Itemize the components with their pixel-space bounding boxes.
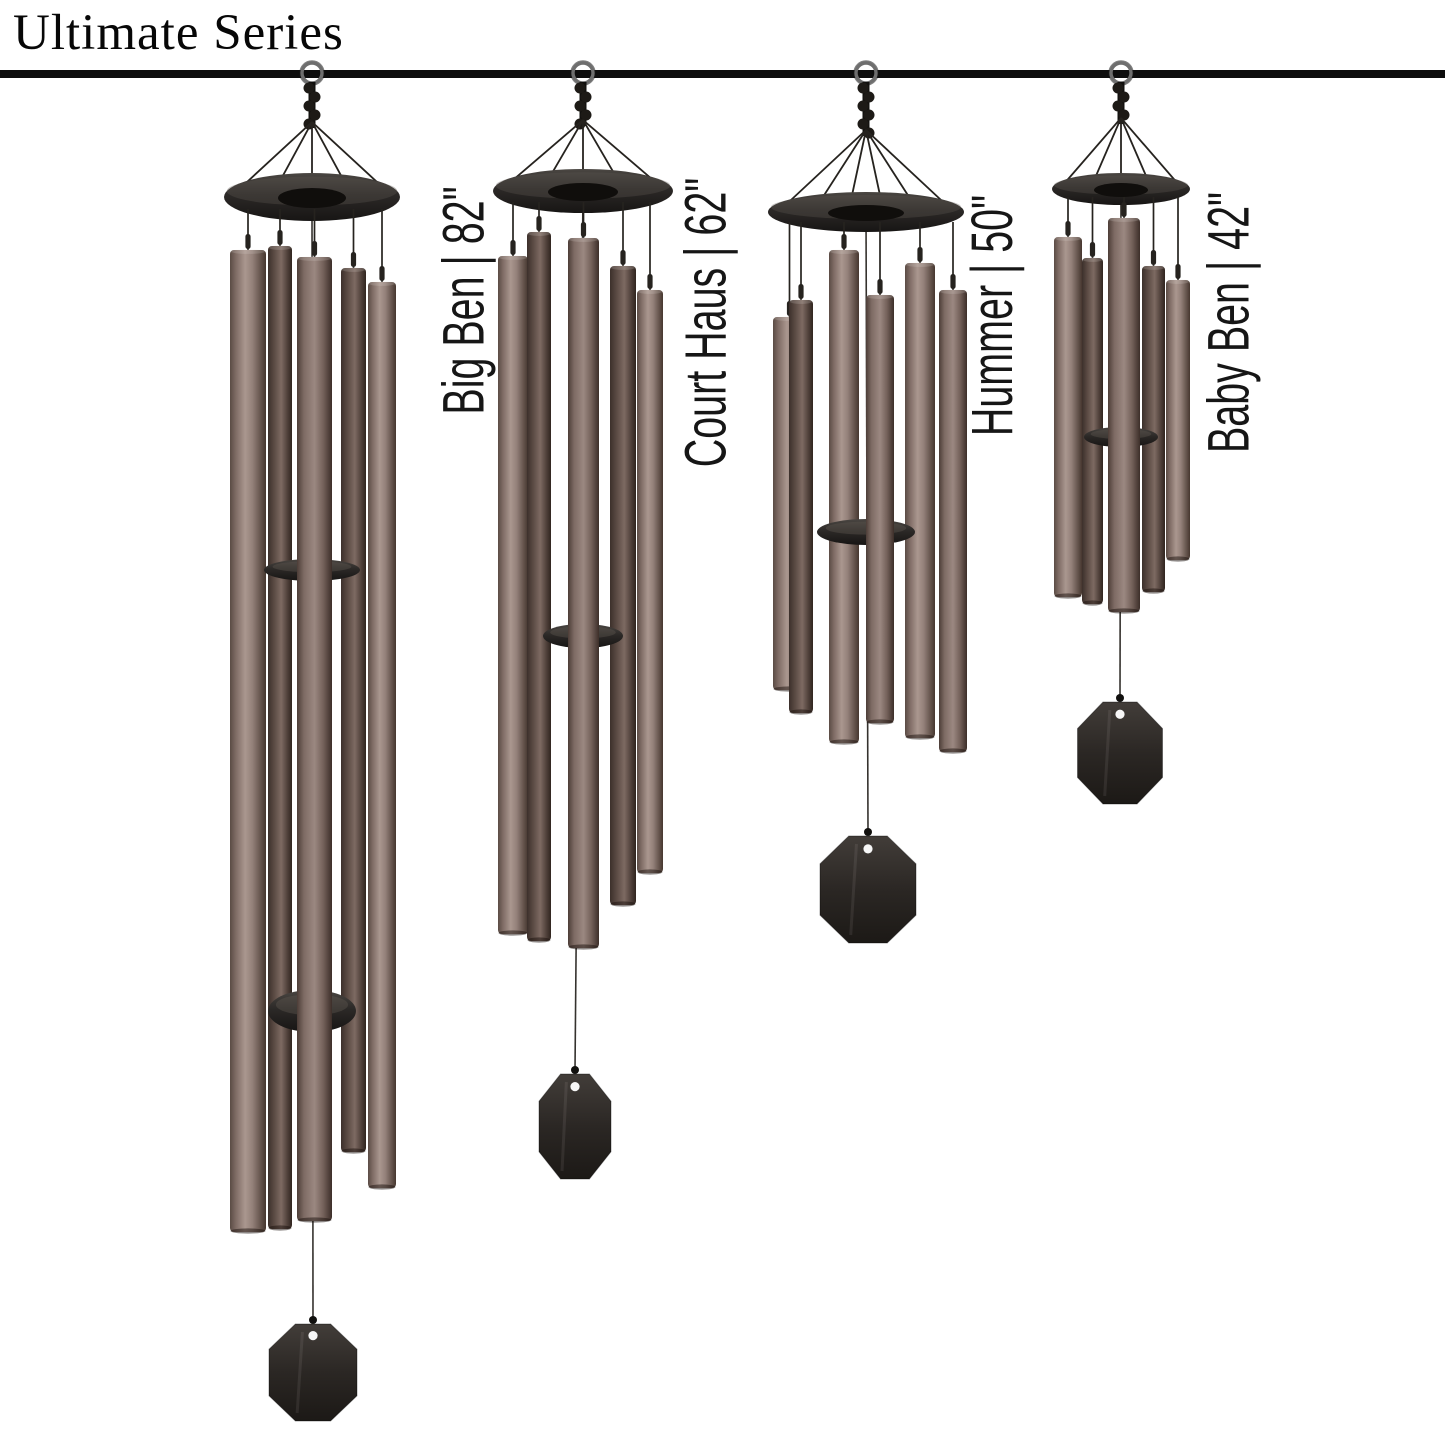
chime-illustration-big-ben — [224, 60, 400, 1422]
chime-illustration-hummer — [768, 60, 967, 944]
chime-illustration-court-haus — [493, 60, 673, 1180]
page-title: Ultimate Series — [13, 5, 344, 61]
chime-illustration-baby-ben — [1052, 60, 1190, 805]
title-divider — [0, 70, 1445, 78]
